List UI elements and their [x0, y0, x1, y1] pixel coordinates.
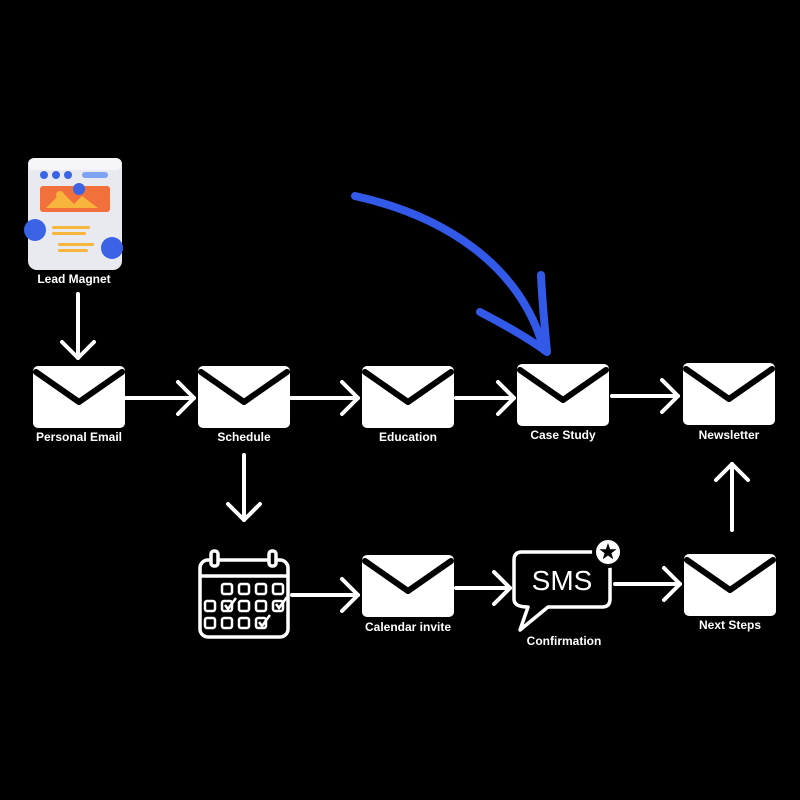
arrow-education-to-case-study — [454, 380, 516, 416]
schedule-label: Schedule — [217, 430, 271, 444]
sms-bubble-icon: SMS — [512, 536, 624, 632]
education-label: Education — [378, 430, 437, 444]
personal-email-label: Personal Email — [35, 430, 123, 444]
arrow-sms-to-next-steps — [613, 566, 682, 602]
arrow-invite-to-sms — [454, 570, 512, 606]
arrow-lead-to-personal — [60, 292, 96, 360]
envelope-icon — [517, 364, 609, 426]
arrow-next-steps-to-newsletter — [714, 462, 750, 532]
sms-text: SMS — [532, 565, 593, 596]
flow-arrows — [60, 292, 750, 613]
star-icon — [592, 536, 624, 568]
arrow-schedule-to-education — [289, 380, 360, 416]
arrow-calendar-to-invite — [290, 577, 360, 613]
calendar-icon — [198, 549, 290, 639]
calendar-invite-label: Calendar invite — [364, 620, 452, 634]
confirmation-label: Confirmation — [526, 634, 602, 648]
envelope-icon — [362, 366, 454, 428]
envelope-icon — [198, 366, 290, 428]
envelope-icon — [683, 363, 775, 425]
next-steps-label: Next Steps — [698, 618, 762, 632]
arrow-personal-to-schedule — [124, 380, 196, 416]
highlight-arrow — [351, 192, 551, 356]
newsletter-label: Newsletter — [698, 428, 760, 442]
lead-magnet-document-icon — [24, 158, 123, 270]
envelope-icon — [33, 366, 125, 428]
case-study-label: Case Study — [530, 428, 596, 442]
arrow-schedule-to-calendar — [226, 453, 262, 522]
envelope-icon — [362, 555, 454, 617]
arrow-case-study-to-newsletter — [610, 378, 680, 414]
envelope-icon — [684, 554, 776, 616]
lead-magnet-label: Lead Magnet — [37, 272, 111, 286]
